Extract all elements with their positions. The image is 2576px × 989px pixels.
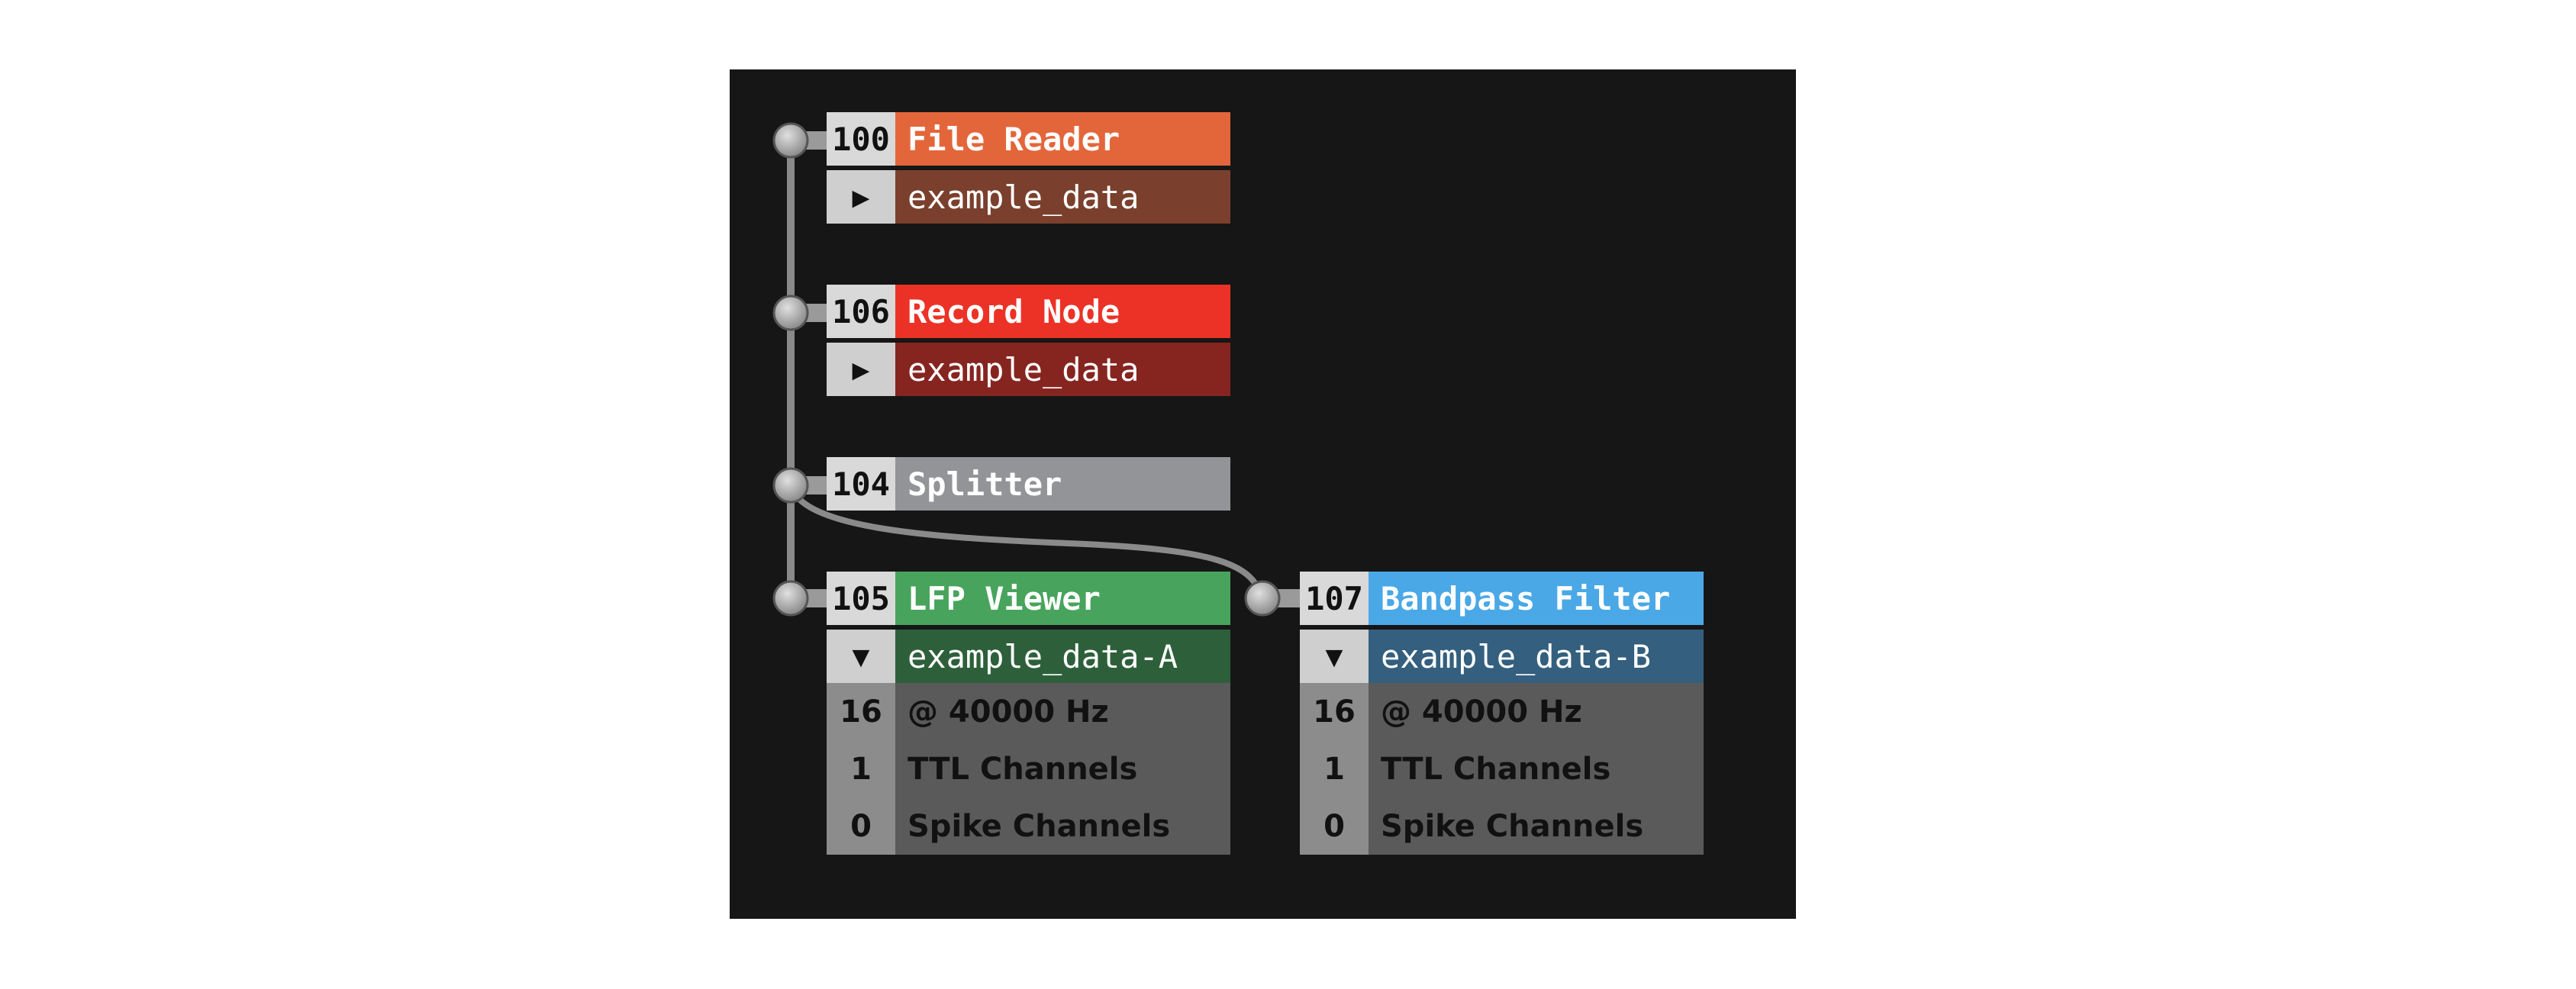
expand-arrow-icon[interactable]: ▶	[827, 343, 895, 396]
stream-name[interactable]: example_data	[895, 343, 1230, 396]
node-title[interactable]: Record Node	[895, 285, 1230, 338]
stream-row[interactable]: ▼ example_data-B	[1300, 630, 1704, 683]
stat-label: @ 40000 Hz	[908, 694, 1109, 730]
stat-label: Spike Channels	[908, 808, 1171, 844]
stream-name[interactable]: example_data-B	[1369, 630, 1704, 683]
stream-row[interactable]: ▶ example_data	[827, 170, 1230, 224]
node-id: 105	[827, 572, 895, 625]
stream-row[interactable]: ▶ example_data	[827, 343, 1230, 396]
node-title[interactable]: LFP Viewer	[895, 572, 1230, 625]
stat-count: 1	[827, 740, 895, 797]
stream-stats: 16 @ 40000 Hz 1 TTL Channels 0 Spike Cha…	[1300, 683, 1704, 855]
node-id: 100	[827, 112, 895, 166]
processor-node-file-reader[interactable]: 100 File Reader ▶ example_data	[827, 112, 1230, 228]
stat-row-ttl: 1 TTL Channels	[1300, 740, 1704, 797]
node-id: 104	[827, 457, 895, 511]
stat-row-ttl: 1 TTL Channels	[827, 740, 1230, 797]
stat-count: 0	[827, 797, 895, 855]
stream-stats: 16 @ 40000 Hz 1 TTL Channels 0 Spike Cha…	[827, 683, 1230, 855]
stat-count: 16	[1300, 683, 1369, 740]
expand-arrow-icon[interactable]: ▶	[827, 170, 895, 224]
stream-name[interactable]: example_data-A	[895, 630, 1230, 683]
stat-row-spike: 0 Spike Channels	[1300, 797, 1704, 855]
stat-count: 0	[1300, 797, 1369, 855]
node-title[interactable]: Bandpass Filter	[1369, 572, 1704, 625]
stat-row-channels: 16 @ 40000 Hz	[1300, 683, 1704, 740]
stat-label: TTL Channels	[1381, 751, 1611, 787]
processor-node-bandpass-filter[interactable]: 107 Bandpass Filter ▼ example_data-B 16 …	[1300, 572, 1704, 855]
node-header[interactable]: 104 Splitter	[827, 457, 1230, 511]
processor-node-record-node[interactable]: 106 Record Node ▶ example_data	[827, 285, 1230, 401]
stat-row-spike: 0 Spike Channels	[827, 797, 1230, 855]
stat-count: 1	[1300, 740, 1369, 797]
processor-node-splitter[interactable]: 104 Splitter	[827, 457, 1230, 515]
collapse-arrow-icon[interactable]: ▼	[1300, 630, 1369, 683]
stat-label: Spike Channels	[1381, 808, 1644, 844]
node-title[interactable]: Splitter	[895, 457, 1230, 511]
collapse-arrow-icon[interactable]: ▼	[827, 630, 895, 683]
node-id: 107	[1300, 572, 1369, 625]
stat-label: @ 40000 Hz	[1381, 694, 1582, 730]
node-header[interactable]: 107 Bandpass Filter	[1300, 572, 1704, 625]
stream-name[interactable]: example_data	[895, 170, 1230, 224]
node-header[interactable]: 100 File Reader	[827, 112, 1230, 166]
node-title[interactable]: File Reader	[895, 112, 1230, 166]
node-header[interactable]: 105 LFP Viewer	[827, 572, 1230, 625]
stat-label: TTL Channels	[908, 751, 1138, 787]
node-id: 106	[827, 285, 895, 338]
stat-row-channels: 16 @ 40000 Hz	[827, 683, 1230, 740]
node-header[interactable]: 106 Record Node	[827, 285, 1230, 338]
processor-node-lfp-viewer[interactable]: 105 LFP Viewer ▼ example_data-A 16 @ 400…	[827, 572, 1230, 855]
stat-count: 16	[827, 683, 895, 740]
stream-row[interactable]: ▼ example_data-A	[827, 630, 1230, 683]
